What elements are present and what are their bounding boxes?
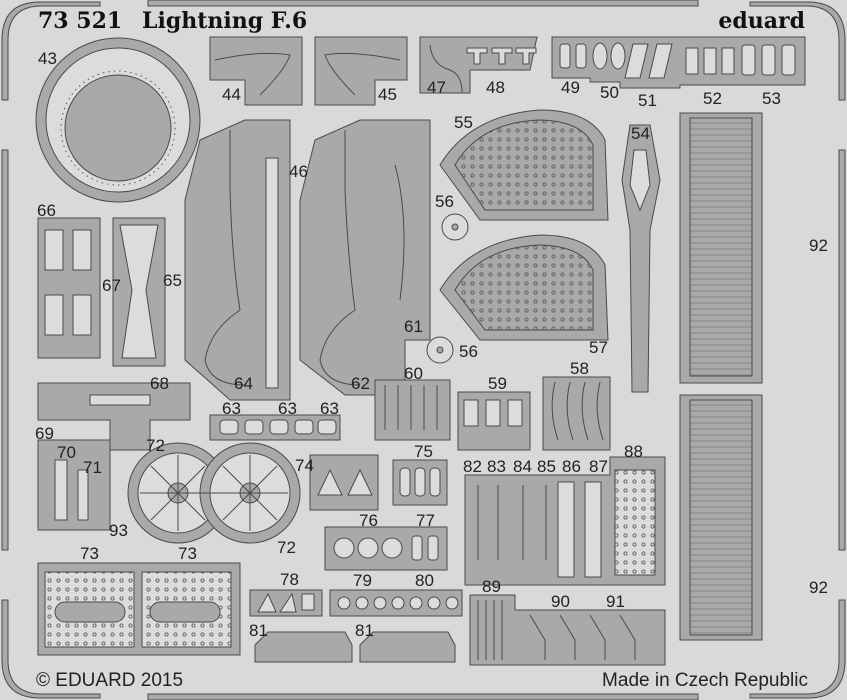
label-73a: 73 xyxy=(80,544,99,563)
part-89-91 xyxy=(469,594,666,666)
label-72a: 72 xyxy=(146,436,165,455)
label-74: 74 xyxy=(295,456,314,475)
part-43-ring xyxy=(35,37,201,203)
label-90: 90 xyxy=(551,592,570,611)
part-81a xyxy=(254,631,353,663)
label-91: 91 xyxy=(606,592,625,611)
label-64: 64 xyxy=(234,374,253,393)
label-48: 48 xyxy=(486,78,505,97)
label-86: 86 xyxy=(562,457,581,476)
label-81a: 81 xyxy=(249,621,268,640)
part-72-wheels xyxy=(127,442,301,544)
part-92-panels xyxy=(679,112,763,641)
label-80: 80 xyxy=(415,571,434,590)
label-51: 51 xyxy=(638,91,657,110)
set-title: Lightning F.6 xyxy=(142,8,307,34)
label-57: 57 xyxy=(589,338,608,357)
label-92a: 92 xyxy=(809,236,828,255)
part-54 xyxy=(621,124,661,393)
label-78: 78 xyxy=(280,570,299,589)
part-69-71 xyxy=(37,439,111,531)
label-49: 49 xyxy=(561,78,580,97)
label-59: 59 xyxy=(488,374,507,393)
label-46: 46 xyxy=(289,162,308,181)
part-62-61 xyxy=(299,119,431,396)
label-69: 69 xyxy=(35,424,54,443)
label-88: 88 xyxy=(624,442,643,461)
label-53: 53 xyxy=(762,89,781,108)
label-85: 85 xyxy=(537,457,556,476)
label-82: 82 xyxy=(463,457,482,476)
label-73b: 73 xyxy=(178,544,197,563)
label-83: 83 xyxy=(487,457,506,476)
label-50: 50 xyxy=(600,83,619,102)
origin-text: Made in Czech Republic xyxy=(602,670,808,691)
label-70: 70 xyxy=(57,443,76,462)
label-56b: 56 xyxy=(459,342,478,361)
label-79: 79 xyxy=(353,571,372,590)
label-60: 60 xyxy=(404,364,423,383)
label-54: 54 xyxy=(631,124,650,143)
brand-logo: eduard xyxy=(718,8,805,34)
set-number: 73 521 xyxy=(38,8,122,34)
copyright-text: © EDUARD 2015 xyxy=(36,670,183,691)
part-73-panels xyxy=(37,562,241,656)
label-65: 65 xyxy=(163,271,182,290)
label-87: 87 xyxy=(589,457,608,476)
label-93: 93 xyxy=(109,521,128,540)
label-45: 45 xyxy=(378,85,397,104)
label-63b: 63 xyxy=(278,399,297,418)
part-45 xyxy=(314,36,408,106)
label-58: 58 xyxy=(570,359,589,378)
part-labels: 43 44 45 46 47 48 49 50 51 52 53 54 55 5… xyxy=(35,49,828,640)
part-46-64 xyxy=(184,119,291,401)
label-76: 76 xyxy=(359,511,378,530)
part-74 xyxy=(309,454,379,511)
label-77: 77 xyxy=(416,511,435,530)
label-89: 89 xyxy=(482,577,501,596)
label-92b: 92 xyxy=(809,578,828,597)
label-63a: 63 xyxy=(222,399,241,418)
label-81b: 81 xyxy=(355,621,374,640)
part-60 xyxy=(374,379,451,441)
label-71: 71 xyxy=(83,458,102,477)
label-55: 55 xyxy=(454,113,473,132)
label-63c: 63 xyxy=(320,399,339,418)
label-68: 68 xyxy=(150,374,169,393)
label-47: 47 xyxy=(427,78,446,97)
part-58 xyxy=(542,376,611,451)
label-44: 44 xyxy=(222,85,241,104)
label-43: 43 xyxy=(38,49,57,68)
label-62: 62 xyxy=(351,374,370,393)
label-84: 84 xyxy=(513,457,532,476)
label-66: 66 xyxy=(37,201,56,220)
label-72b: 72 xyxy=(277,538,296,557)
label-56a: 56 xyxy=(435,192,454,211)
part-68 xyxy=(37,382,191,451)
part-81b xyxy=(359,631,456,663)
label-61: 61 xyxy=(404,317,423,336)
label-67: 67 xyxy=(102,276,121,295)
part-56-washers xyxy=(426,213,469,364)
label-52: 52 xyxy=(703,89,722,108)
label-75: 75 xyxy=(414,442,433,461)
